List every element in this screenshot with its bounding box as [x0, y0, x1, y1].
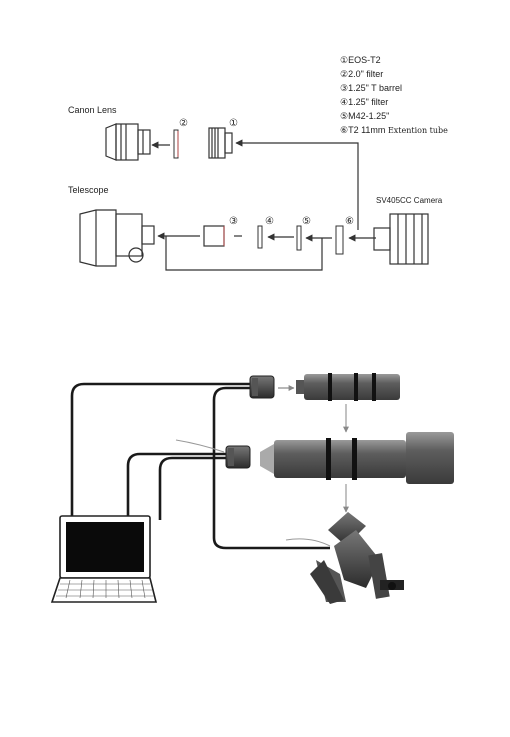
svg-text:④1.25" filter: ④1.25" filter — [340, 97, 388, 107]
svg-text:③1.25" T barrel: ③1.25" T barrel — [340, 83, 402, 93]
telescope-label: Telescope — [68, 185, 109, 195]
canon-lens-drawing — [106, 124, 150, 160]
t2-extension-part — [336, 226, 343, 254]
marker-3: ③ — [229, 216, 238, 227]
legend-text-6: T2 11mm — [348, 125, 385, 135]
svg-text:⑤M42-1.25": ⑤M42-1.25" — [340, 111, 389, 121]
legend-text-1: EOS-T2 — [348, 55, 381, 65]
marker-2: ② — [179, 118, 188, 129]
legend-text-3: 1.25" T barrel — [348, 83, 402, 93]
laptop-screen — [66, 522, 144, 572]
sv405cc-camera-drawing — [374, 214, 428, 264]
marker-4: ④ — [265, 216, 274, 227]
main-telescope — [260, 432, 454, 484]
legend-num-5: ⑤ — [340, 111, 348, 121]
parts-legend: ①EOS-T2 ②2.0" filter ③1.25" T barrel ④1.… — [340, 55, 448, 135]
legend-num-1: ① — [340, 55, 348, 65]
main-camera — [226, 446, 250, 468]
m42-adapter-part — [297, 226, 301, 250]
marker-5: ⑤ — [302, 216, 311, 227]
camera-label: SV405CC Camera — [376, 196, 443, 205]
connection-diagram: ①EOS-T2 ②2.0" filter ③1.25" T barrel ④1.… — [68, 55, 448, 270]
faint-curve — [176, 440, 224, 452]
marker-1: ① — [229, 118, 238, 129]
legend-num-3: ③ — [340, 83, 348, 93]
arrow-camera-to-eos — [236, 143, 358, 230]
legend-suffix-6: Extention tube — [388, 126, 448, 135]
telescope-drawing — [80, 210, 154, 266]
photo-setup-illustration — [52, 373, 454, 604]
svg-text:⑥T2 11mm Extention tub: ⑥T2 11mm Extention tube — [340, 125, 448, 135]
legend-text-4: 1.25" filter — [348, 97, 388, 107]
t-barrel-part — [204, 226, 224, 246]
eos-t2-adapter-part — [209, 128, 232, 158]
canon-lens-label: Canon Lens — [68, 105, 117, 115]
legend-num-6: ⑥ — [340, 125, 348, 135]
guide-camera — [250, 376, 274, 398]
laptop — [52, 516, 156, 602]
legend-num-2: ② — [340, 69, 348, 79]
filter-125-part — [258, 226, 262, 248]
svg-text:②2.0" filter: ②2.0" filter — [340, 69, 383, 79]
svg-text:①EOS-T2: ①EOS-T2 — [340, 55, 381, 65]
guide-scope — [296, 373, 400, 401]
equatorial-mount — [286, 512, 404, 604]
filter-2in-part — [174, 130, 178, 158]
legend-text-2: 2.0" filter — [348, 69, 383, 79]
legend-num-4: ④ — [340, 97, 348, 107]
marker-6: ⑥ — [345, 216, 354, 227]
legend-text-5: M42-1.25" — [348, 111, 389, 121]
